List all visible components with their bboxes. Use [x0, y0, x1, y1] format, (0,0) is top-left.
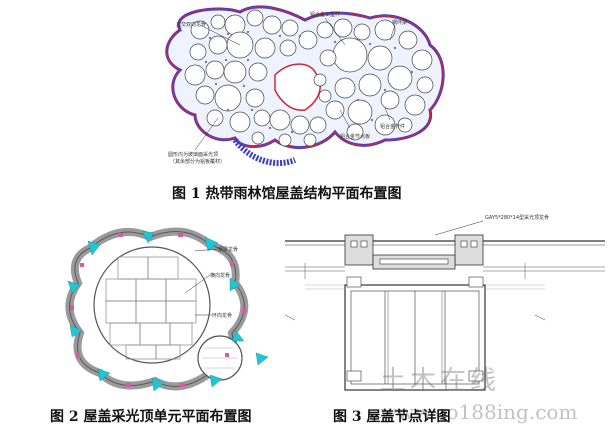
figure2-skylight-unit-plan: 钢梁龙骨 横向龙骨 环向龙骨: [65, 227, 269, 392]
label-aluminum-i-beam: 铝合金工型件: [310, 11, 340, 18]
figure2-caption: 图 2 屋盖采光顶单元平面布置图: [50, 409, 252, 425]
label-circle-glass-note-2: （其余部分为铝板覆材）: [170, 158, 225, 165]
label-orthogonal-keel: 正交双向龙骨: [176, 21, 206, 28]
label-top-note: GAY5*280*14型采光顶龙骨: [485, 214, 549, 221]
roof-center-void: [274, 63, 321, 111]
label-steel-ring-beam: 钢环梁: [392, 19, 407, 26]
label-aluminum-node-plate: 铝合金节点板: [340, 133, 370, 140]
label-longitudinal-keel: 环向龙骨: [212, 312, 232, 319]
glass-grid: [105, 256, 197, 360]
main-box: [344, 284, 486, 391]
pink-nodes: [70, 233, 246, 387]
leader-lines: [194, 17, 396, 151]
figure1-roof-plan: 正交双向龙骨 铝合金工型件 钢环梁 铝合金节点板 铝合金杆件 圆形内为玻璃面采光…: [165, 5, 445, 167]
figure3-caption: 图 3 屋盖节点详图: [333, 409, 451, 425]
label-aluminum-member: 铝合金杆件: [380, 123, 405, 130]
roof-bottom-band: [232, 138, 297, 167]
side-hatch: [305, 284, 545, 290]
label-anchor-keel: 钢梁龙骨: [218, 246, 238, 253]
watermark-cn: 土木在线: [380, 366, 501, 396]
side-roof: [285, 263, 605, 279]
figure1-caption: 图 1 热带雨林馆屋盖结构平面布置图: [172, 186, 402, 202]
cyan-nodes: [67, 230, 269, 392]
label-circle-glass-note: 圆形内为玻璃面采光顶: [168, 151, 218, 158]
roof-circle-cells: [184, 9, 434, 147]
glass-circle: [93, 246, 211, 364]
watermark-url: www.co188ing.com: [380, 400, 578, 424]
figure2-leaders: [184, 248, 219, 316]
roof-outline-red: [166, 6, 444, 149]
label-transverse-keel: 横向龙骨: [210, 272, 230, 279]
top-profiles: [344, 234, 484, 270]
figure3-node-detail: GAY5*280*14型采光顶龙骨: [285, 214, 605, 391]
roof-node-dots: [204, 30, 414, 134]
